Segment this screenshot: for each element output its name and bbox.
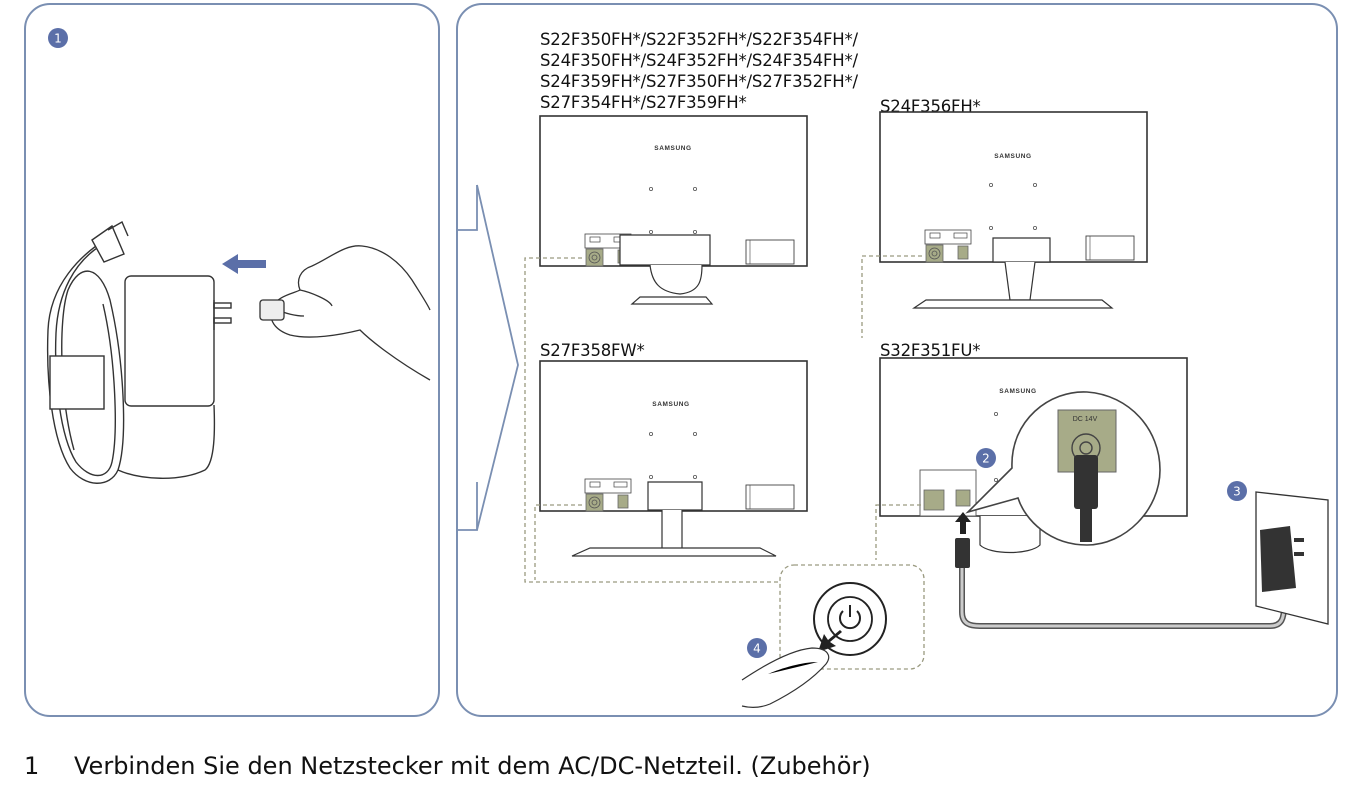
step-badge-1: 1 xyxy=(48,28,68,48)
model-line: S24F350FH*/S24F352FH*/S24F354FH*/ xyxy=(540,51,858,70)
power-button-closeup xyxy=(741,582,887,708)
model-line: S22F350FH*/S22F352FH*/S22F354FH*/ xyxy=(540,30,858,49)
brand-text: SAMSUNG xyxy=(994,153,1031,160)
direction-arrow xyxy=(222,254,266,274)
callout-bracket xyxy=(456,184,519,531)
port-label: DC 14V xyxy=(1073,416,1098,423)
instruction-text: Verbinden Sie den Netzstecker mit dem AC… xyxy=(74,752,871,780)
monitor-back-3: SAMSUNG xyxy=(539,360,808,557)
model-list-group-a: S22F350FH*/S22F352FH*/S22F354FH*/ S24F35… xyxy=(540,29,858,113)
instruction-step: 1 Verbinden Sie den Netzstecker mit dem A… xyxy=(24,752,871,780)
svg-text:1: 1 xyxy=(54,32,62,46)
brand-text: SAMSUNG xyxy=(654,145,691,152)
brand-text: SAMSUNG xyxy=(999,388,1036,395)
dashed-guides xyxy=(524,255,925,670)
hand-illustration xyxy=(259,245,431,381)
step-badge-4: 4 xyxy=(747,638,767,658)
step-badge-3: 3 xyxy=(1227,481,1247,501)
model-line: S24F359FH*/S27F350FH*/S27F352FH*/ xyxy=(540,72,858,91)
svg-text:4: 4 xyxy=(753,642,761,656)
adapter-illustration xyxy=(46,221,232,484)
brand-text: SAMSUNG xyxy=(652,401,689,408)
model-label-s32f351: S32F351FU* xyxy=(880,341,981,360)
monitor-back-1: SAMSUNG xyxy=(539,115,808,305)
svg-text:3: 3 xyxy=(1233,485,1241,499)
wall-outlet xyxy=(1255,491,1329,625)
svg-text:2: 2 xyxy=(982,452,990,466)
monitor-back-2: SAMSUNG xyxy=(879,111,1148,309)
port-zoom-bubble: DC 14V xyxy=(965,391,1161,546)
model-line: S27F354FH*/S27F359FH* xyxy=(540,93,747,112)
instruction-number: 1 xyxy=(24,752,40,780)
step-badge-2: 2 xyxy=(976,448,996,468)
model-label-s27f358: S27F358FW* xyxy=(540,341,645,360)
